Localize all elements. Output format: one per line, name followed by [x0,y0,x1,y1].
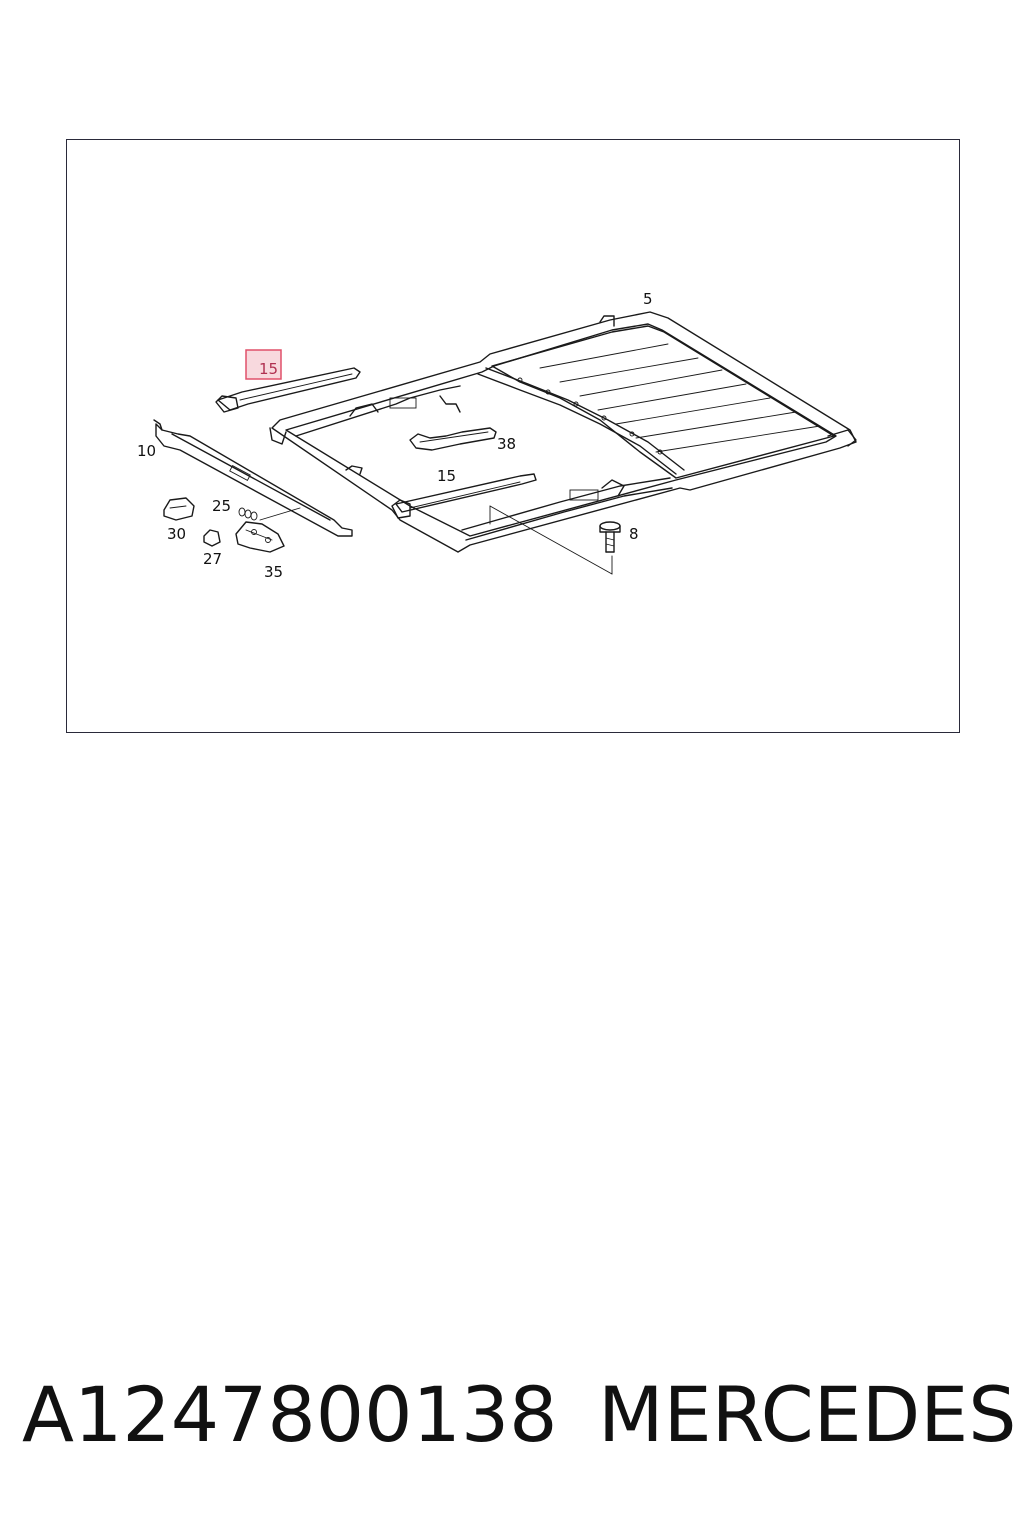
callout-38: 38 [497,435,516,453]
guide-rail-15-detached [215,367,361,413]
bracket-38 [409,427,497,451]
brand-name: MERCEDES [598,1370,1017,1459]
plug-27 [203,529,221,547]
callout-10: 10 [137,442,156,460]
spring-25 [238,507,258,521]
leader-lines [259,505,613,575]
guide-rail-in-frame [391,473,537,519]
callout-27: 27 [203,550,222,568]
bolt-8 [599,521,621,553]
part-number: A1247800138 [22,1370,558,1459]
clip-30 [163,497,195,521]
diagram-frame [66,139,960,733]
footer: A1247800138 MERCEDES [0,1370,1024,1470]
callout-8: 8 [629,525,639,543]
callout-15: 15 [437,467,456,485]
callout-5: 5 [643,290,653,308]
cover-panel-10 [153,419,353,537]
mechanism-35 [235,521,285,553]
callout-30: 30 [167,525,186,543]
callout-15-highlighted: 15 [259,360,278,378]
callout-25: 25 [212,497,231,515]
highlight-box [245,349,282,380]
callout-35: 35 [264,563,283,581]
sunroof-frame [269,311,857,553]
